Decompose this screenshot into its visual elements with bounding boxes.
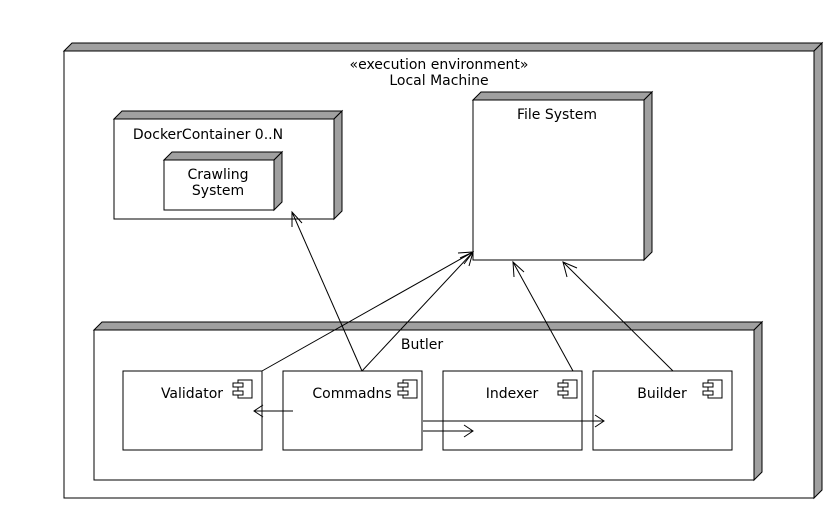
file-system-node: File System bbox=[471, 90, 654, 262]
crawling-system-label-line1: Crawling bbox=[187, 167, 248, 183]
environment-name: Local Machine bbox=[389, 73, 488, 89]
commadns-component: Commadns bbox=[282, 370, 423, 451]
component-icon bbox=[397, 379, 418, 399]
arrow-commadns-to-validator bbox=[253, 404, 293, 418]
arrow-commadns-to-builder bbox=[423, 414, 605, 428]
component-icon bbox=[557, 379, 578, 399]
environment-stereotype: «execution environment» bbox=[350, 57, 529, 73]
commadns-label: Commadns bbox=[312, 386, 391, 402]
arrow-indexer-to-filesystem bbox=[512, 260, 574, 372]
arrow-commadns-to-filesystem bbox=[361, 251, 474, 372]
butler-label: Butler bbox=[401, 337, 443, 353]
arrow-commadns-to-indexer bbox=[423, 424, 474, 438]
crawling-system-node: Crawling System bbox=[162, 150, 284, 212]
component-icon bbox=[702, 379, 723, 399]
arrow-commadns-to-crawling-system bbox=[291, 210, 363, 372]
builder-component: Builder bbox=[592, 370, 733, 451]
builder-label: Builder bbox=[637, 386, 687, 402]
arrow-builder-to-filesystem bbox=[562, 261, 674, 372]
file-system-label: File System bbox=[517, 107, 597, 123]
validator-component: Validator bbox=[122, 370, 263, 451]
crawling-system-label-line2: System bbox=[192, 183, 244, 199]
indexer-component: Indexer bbox=[442, 370, 583, 451]
component-icon bbox=[232, 379, 253, 399]
indexer-label: Indexer bbox=[486, 386, 539, 402]
docker-container-label: DockerContainer 0..N bbox=[133, 127, 283, 143]
validator-label: Validator bbox=[161, 386, 223, 402]
